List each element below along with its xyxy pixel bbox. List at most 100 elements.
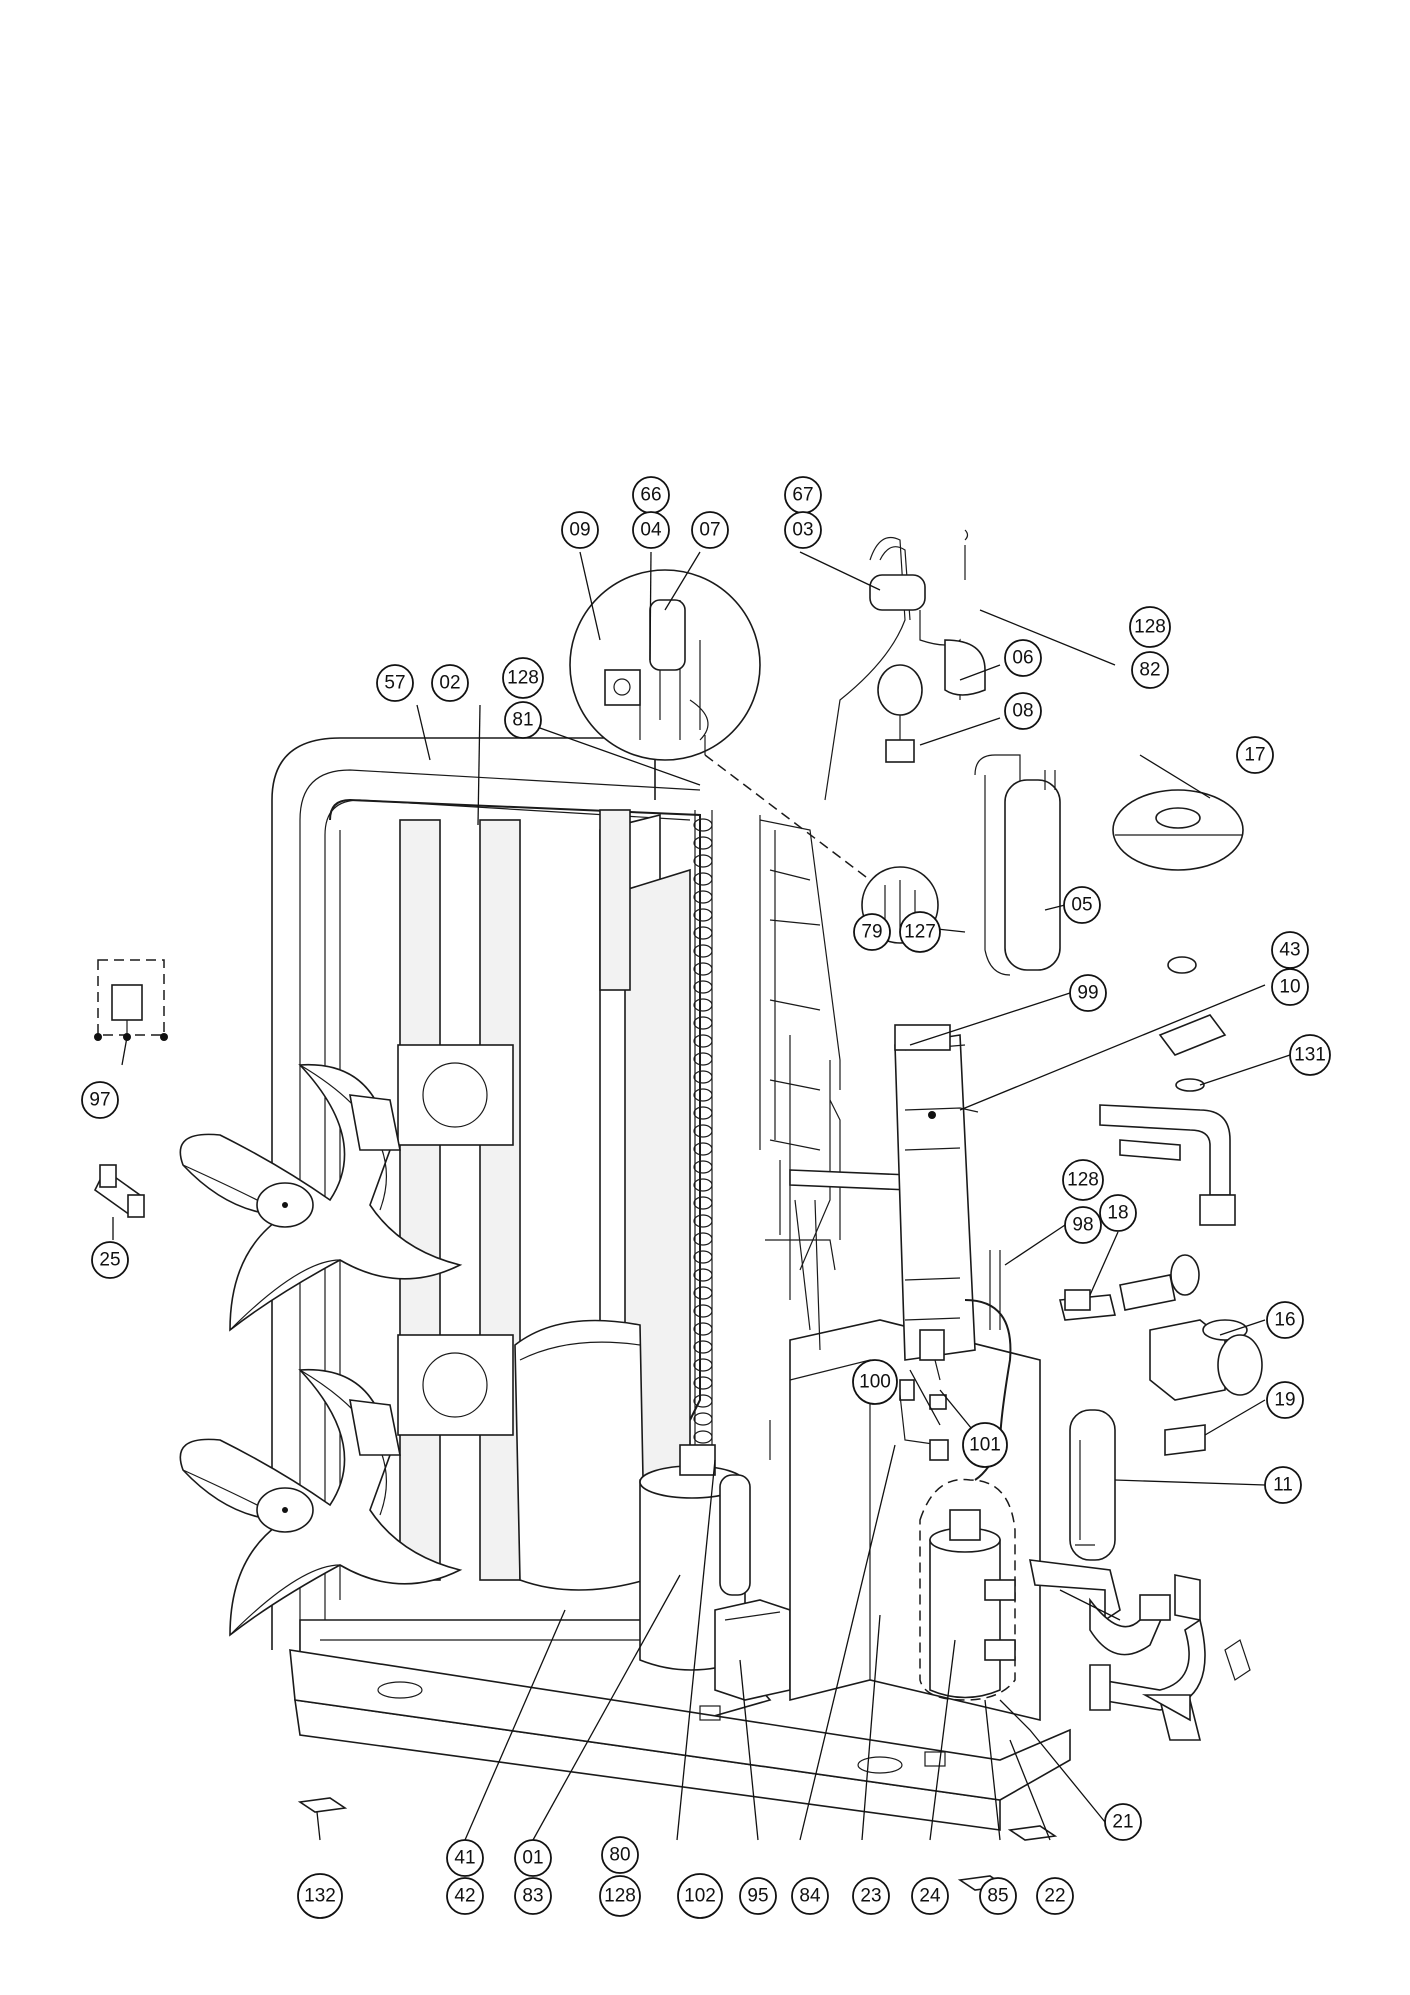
svg-text:99: 99 (1077, 983, 1098, 1004)
coil-fin-loop (693, 1124, 713, 1138)
callout-95: 95 (739, 1877, 777, 1915)
control-box (714, 1599, 791, 1701)
air-guide (514, 1319, 646, 1591)
sensor-parts (899, 1329, 949, 1461)
callout-101: 101 (962, 1422, 1008, 1468)
svg-text:18: 18 (1107, 1203, 1128, 1224)
callout-01: 01 (514, 1839, 552, 1877)
pipe-hook (964, 529, 969, 541)
coil-fin-loop (693, 908, 713, 922)
coil-fin-loop (693, 890, 713, 904)
svg-text:22: 22 (1044, 1886, 1065, 1907)
callout-41: 41 (446, 1839, 484, 1877)
fan-upper (179, 1063, 463, 1332)
water-pipe-lower (1028, 1559, 1251, 1741)
four-way-valve-assembly (824, 536, 986, 801)
svg-text:21: 21 (1112, 1812, 1133, 1833)
callout-84: 84 (791, 1877, 829, 1915)
coil-fin-loop (693, 1250, 713, 1264)
svg-text:41: 41 (454, 1848, 475, 1869)
base-pan (289, 1619, 1071, 1831)
svg-text:42: 42 (454, 1886, 475, 1907)
callout-24: 24 (911, 1877, 949, 1915)
fan-lower (179, 1368, 463, 1637)
callout-132: 132 (297, 1873, 343, 1919)
callout-83: 83 (514, 1877, 552, 1915)
svg-text:25: 25 (99, 1250, 120, 1271)
svg-text:10: 10 (1279, 977, 1300, 998)
callout-97: 97 (81, 1081, 119, 1119)
coil-fin-loop (693, 818, 713, 832)
svg-text:102: 102 (684, 1886, 716, 1907)
svg-text:95: 95 (747, 1886, 768, 1907)
svg-text:82: 82 (1139, 660, 1160, 681)
coil-fin-loop (693, 998, 713, 1012)
coil-fin-loop (693, 1268, 713, 1282)
callout-67: 67 (784, 476, 822, 514)
callout-22: 22 (1036, 1877, 1074, 1915)
svg-text:04: 04 (640, 520, 662, 541)
svg-text:01: 01 (522, 1848, 543, 1869)
coil-fin-loop (693, 1412, 713, 1426)
coil-fin-loop (693, 980, 713, 994)
gasket (1167, 956, 1197, 974)
callout-98: 98 (1064, 1206, 1102, 1244)
bracket (1158, 1014, 1227, 1092)
coil-fin-loop (693, 1034, 713, 1048)
svg-text:128: 128 (1067, 1170, 1099, 1191)
svg-text:57: 57 (384, 673, 405, 694)
svg-text:80: 80 (609, 1845, 630, 1866)
terminal-box (94, 959, 168, 1041)
callout-79: 79 (853, 913, 891, 951)
callout-82: 82 (1131, 651, 1169, 689)
coil-fin-loop (693, 1106, 713, 1120)
coil-fin-loop (693, 1340, 713, 1354)
callout-05: 05 (1063, 886, 1101, 924)
callout-18: 18 (1099, 1194, 1137, 1232)
callout-07: 07 (691, 511, 729, 549)
coil-fin-loop (693, 1322, 713, 1336)
callout-42: 42 (446, 1877, 484, 1915)
svg-text:11: 11 (1273, 1475, 1293, 1496)
svg-text:131: 131 (1294, 1045, 1326, 1066)
svg-text:127: 127 (904, 922, 936, 943)
buffer-tank (1069, 1409, 1116, 1561)
callout-85: 85 (979, 1877, 1017, 1915)
svg-text:08: 08 (1012, 701, 1033, 722)
coil-fin-loop (693, 872, 713, 886)
svg-text:23: 23 (860, 1886, 881, 1907)
callout-66: 66 (632, 476, 670, 514)
svg-text:100: 100 (859, 1372, 891, 1393)
coil-fin-loop (693, 1376, 713, 1390)
callout-102: 102 (677, 1873, 723, 1919)
callout-04: 04 (632, 511, 670, 549)
coil-fin-loop (693, 1232, 713, 1246)
svg-text:03: 03 (792, 520, 813, 541)
svg-text:06: 06 (1012, 648, 1033, 669)
svg-text:83: 83 (522, 1886, 543, 1907)
backup-heater (919, 1478, 1016, 1701)
callout-99: 99 (1069, 974, 1107, 1012)
circulation-pump (1149, 1319, 1263, 1401)
coil-fin-loop (693, 962, 713, 976)
coil-fin-loop (693, 1286, 713, 1300)
svg-text:17: 17 (1244, 745, 1265, 766)
coil-fin-loop (693, 836, 713, 850)
callout-11: 11 (1264, 1466, 1302, 1504)
callout-80: 80 (601, 1836, 639, 1874)
coil-fin-loop (693, 1196, 713, 1210)
accumulator (719, 1474, 751, 1596)
callout-128c: 128 (1062, 1159, 1104, 1201)
callout-128b: 128 (502, 657, 544, 699)
refrigerant-pipes (759, 815, 911, 1460)
callout-09: 09 (561, 511, 599, 549)
callout-17: 17 (1236, 736, 1274, 774)
svg-text:79: 79 (861, 922, 882, 943)
rubber-pad (297, 1797, 348, 1813)
expansion-vessel (1112, 789, 1244, 871)
coil-fin-loop (693, 1358, 713, 1372)
svg-text:128: 128 (604, 1886, 636, 1907)
flow-switch (1058, 1254, 1200, 1321)
callout-02: 02 (431, 664, 469, 702)
svg-text:128: 128 (1134, 617, 1166, 638)
